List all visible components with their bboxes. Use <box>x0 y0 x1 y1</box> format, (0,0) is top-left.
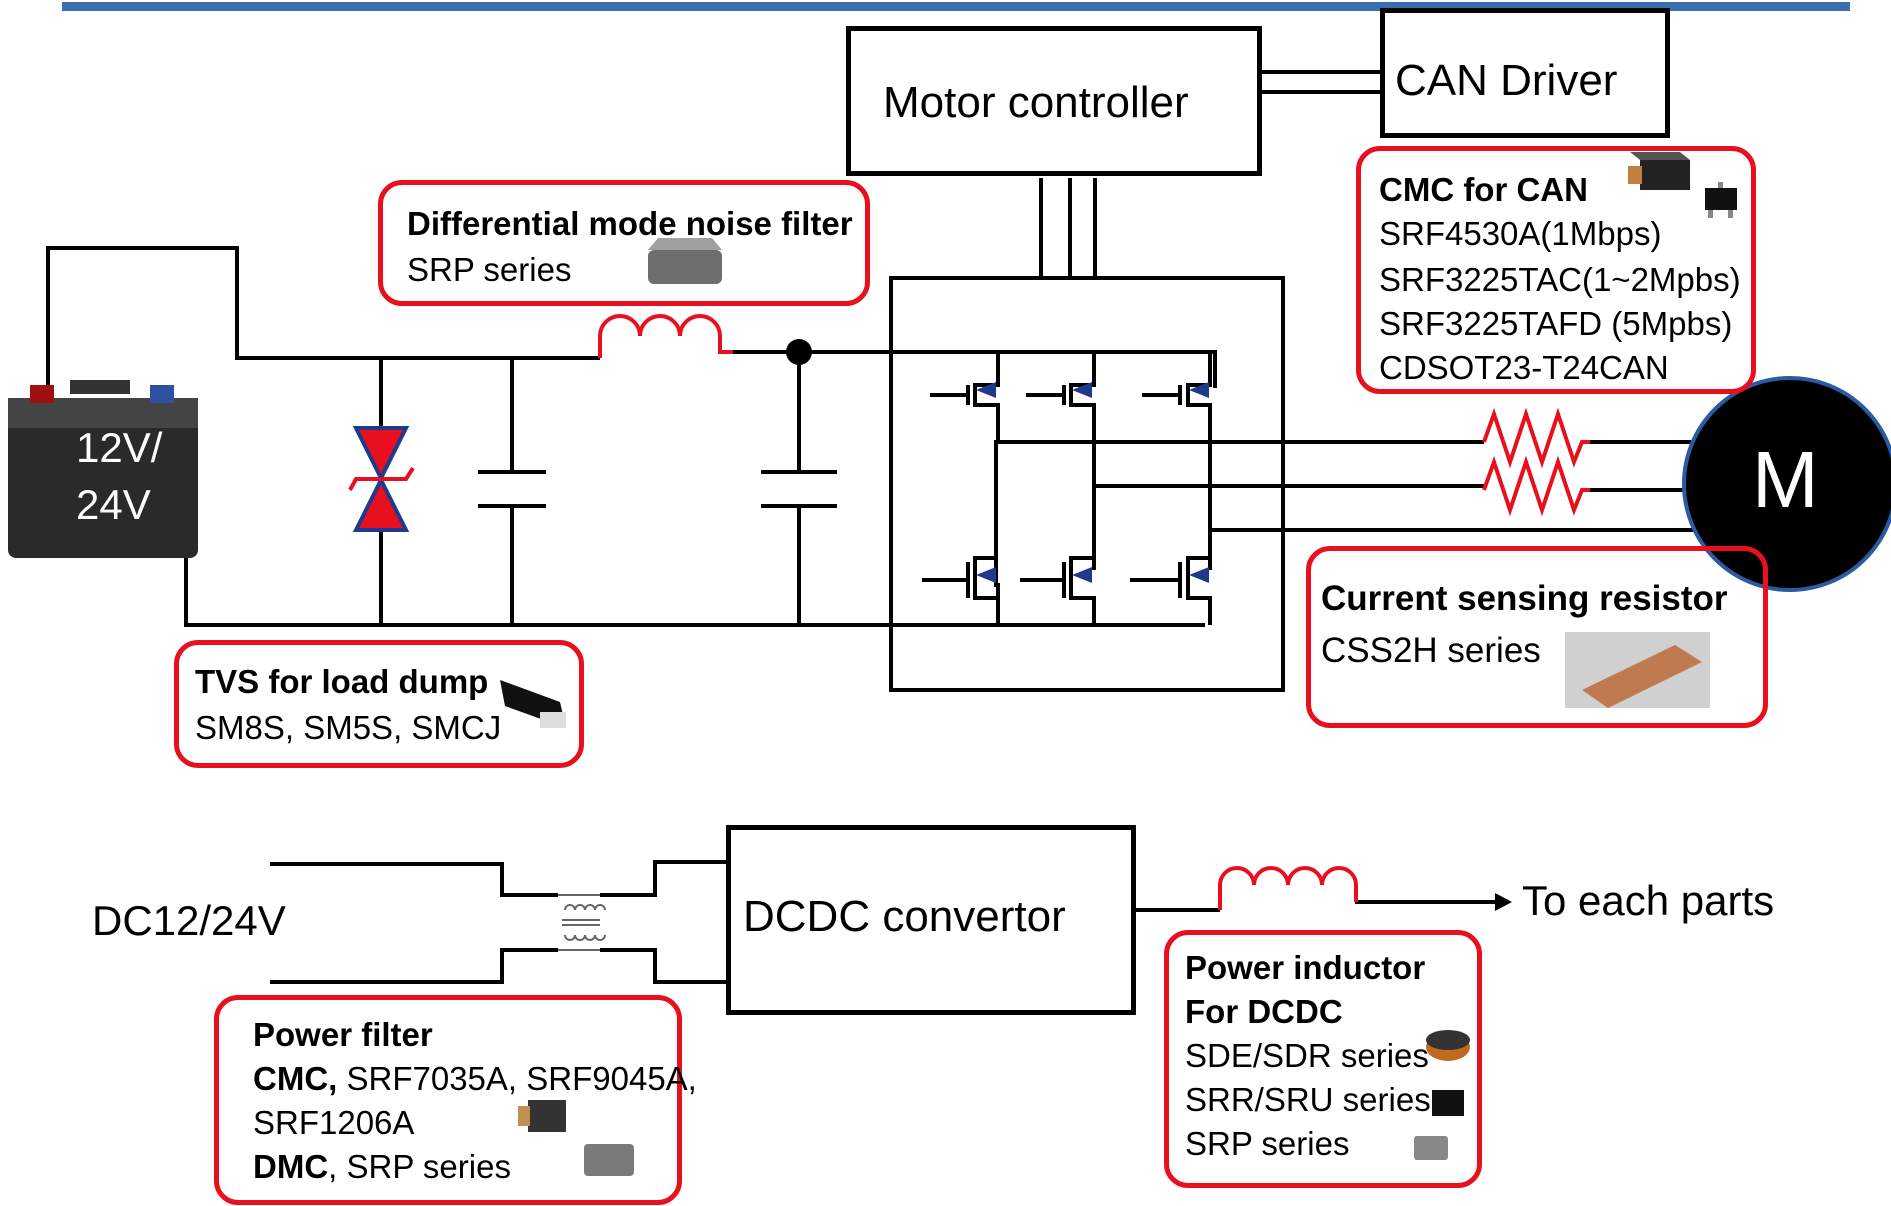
power-filter-cmc-line2: SRF1206A <box>253 1104 415 1141</box>
phase-b-wire <box>1092 440 1700 570</box>
diff-filter-series: SRP series <box>407 251 572 288</box>
current-sense-series: CSS2H series <box>1321 631 1541 670</box>
sot23-chip-icon <box>1705 182 1737 218</box>
smd-inductor-icon <box>518 1100 634 1176</box>
capacitor-1 <box>478 358 546 625</box>
can-driver-label: CAN Driver <box>1395 56 1618 105</box>
capacitor-2 <box>761 352 837 625</box>
current-sense-title: Current sensing resistor <box>1321 579 1728 618</box>
motor-label: M <box>1752 435 1819 524</box>
cmc-can-item-1: SRF4530A(1Mbps) <box>1379 215 1662 252</box>
power-inductor-callout: Power inductor For DCDC SDE/SDR series S… <box>1164 930 1482 1188</box>
cmc-can-item-3: SRF3225TAFD (5Mpbs) <box>1379 305 1733 342</box>
dcdc-convertor-label: DCDC convertor <box>743 892 1066 941</box>
tvs-diode-symbol <box>348 426 415 532</box>
power-inductor-item-3: SRP series <box>1185 1125 1350 1162</box>
power-inductor-icons <box>1414 1030 1470 1160</box>
junction-dot <box>786 339 812 365</box>
cmc-can-item-4: CDSOT23-T24CAN <box>1379 349 1669 386</box>
power-filter-cmc-rest: SRF7035A, SRF9045A, <box>337 1060 697 1097</box>
battery-positive-wire <box>46 246 600 400</box>
motor-symbol <box>1682 376 1891 592</box>
shunt-resistor-b <box>1482 455 1590 517</box>
dc-bus-wire <box>733 350 1217 388</box>
ground-rail <box>184 520 1205 627</box>
diff-filter-title: Differential mode noise filter <box>407 205 853 242</box>
battery-icon <box>8 380 198 558</box>
dcdc-convertor-block: DCDC convertor <box>726 825 1136 1015</box>
motor-controller-block: Motor controller <box>846 26 1262 176</box>
dcdc-input-bottom-wire <box>270 948 726 984</box>
can-driver-block: CAN Driver <box>1380 8 1670 138</box>
cmc-can-callout: CMC for CAN SRF4530A(1Mbps) SRF3225TAC(1… <box>1356 146 1756 394</box>
diff-filter-callout: Differential mode noise filter SRP serie… <box>378 180 870 306</box>
cmc-can-item-2: SRF3225TAC(1~2Mpbs) <box>1379 261 1741 298</box>
battery-voltage-label: 12V/ 24V <box>76 420 162 533</box>
cmc-chip-icon <box>1628 152 1690 190</box>
power-inductor-title-2: For DCDC <box>1185 993 1343 1030</box>
power-filter-dmc-rest: , SRP series <box>328 1148 511 1185</box>
power-inductor-item-1: SDE/SDR series <box>1185 1037 1429 1074</box>
tvs-diode-icon <box>500 680 566 728</box>
to-each-parts-label: To each parts <box>1522 877 1775 924</box>
power-filter-title: Power filter <box>253 1016 433 1053</box>
lower-mosfets <box>922 556 1212 625</box>
battery-voltage-line1: 12V/ <box>76 424 163 471</box>
gate-arrows <box>976 382 1209 583</box>
gate-signal-bus <box>1039 178 1097 278</box>
power-inductor-item-2: SRR/SRU series <box>1185 1081 1431 1118</box>
tvs-title: TVS for load dump <box>195 663 489 700</box>
can-bus-link <box>1260 70 1380 94</box>
tvs-callout: TVS for load dump SM8S, SM5S, SMCJ <box>174 640 584 768</box>
top-rule <box>62 2 1850 11</box>
shunt-resistor-icon <box>1565 632 1710 708</box>
tvs-series: SM8S, SM5S, SMCJ <box>195 709 502 746</box>
power-inductor-title-1: Power inductor <box>1185 949 1426 986</box>
dc-input-label: DC12/24V <box>92 897 286 944</box>
cmc-transformer-symbol <box>558 894 606 951</box>
battery-voltage-line2: 24V <box>76 480 151 528</box>
power-filter-callout: Power filter CMC, SRF7035A, SRF9045A, SR… <box>214 995 697 1205</box>
power-filter-cmc-line: CMC, SRF7035A, SRF9045A, <box>253 1062 697 1095</box>
diff-mode-inductor <box>598 314 733 358</box>
cmc-can-title: CMC for CAN <box>1379 171 1588 208</box>
dcdc-output-inductor <box>1218 866 1358 910</box>
power-filter-cmc-bold: CMC, <box>253 1060 338 1097</box>
phase-c-wire <box>1208 440 1700 570</box>
motor-controller-label: Motor controller <box>883 78 1189 127</box>
dcdc-output-wire <box>1135 900 1495 912</box>
output-arrow-icon <box>1495 893 1512 911</box>
shunt-resistor-a <box>1482 407 1590 469</box>
dcdc-input-top-wire <box>270 860 726 897</box>
power-filter-dmc-line: DMC, SRP series <box>253 1150 511 1183</box>
power-filter-dmc-bold: DMC <box>253 1148 329 1185</box>
inductor-chip-icon <box>648 238 722 284</box>
current-sense-callout: Current sensing resistor CSS2H series <box>1306 546 1768 728</box>
